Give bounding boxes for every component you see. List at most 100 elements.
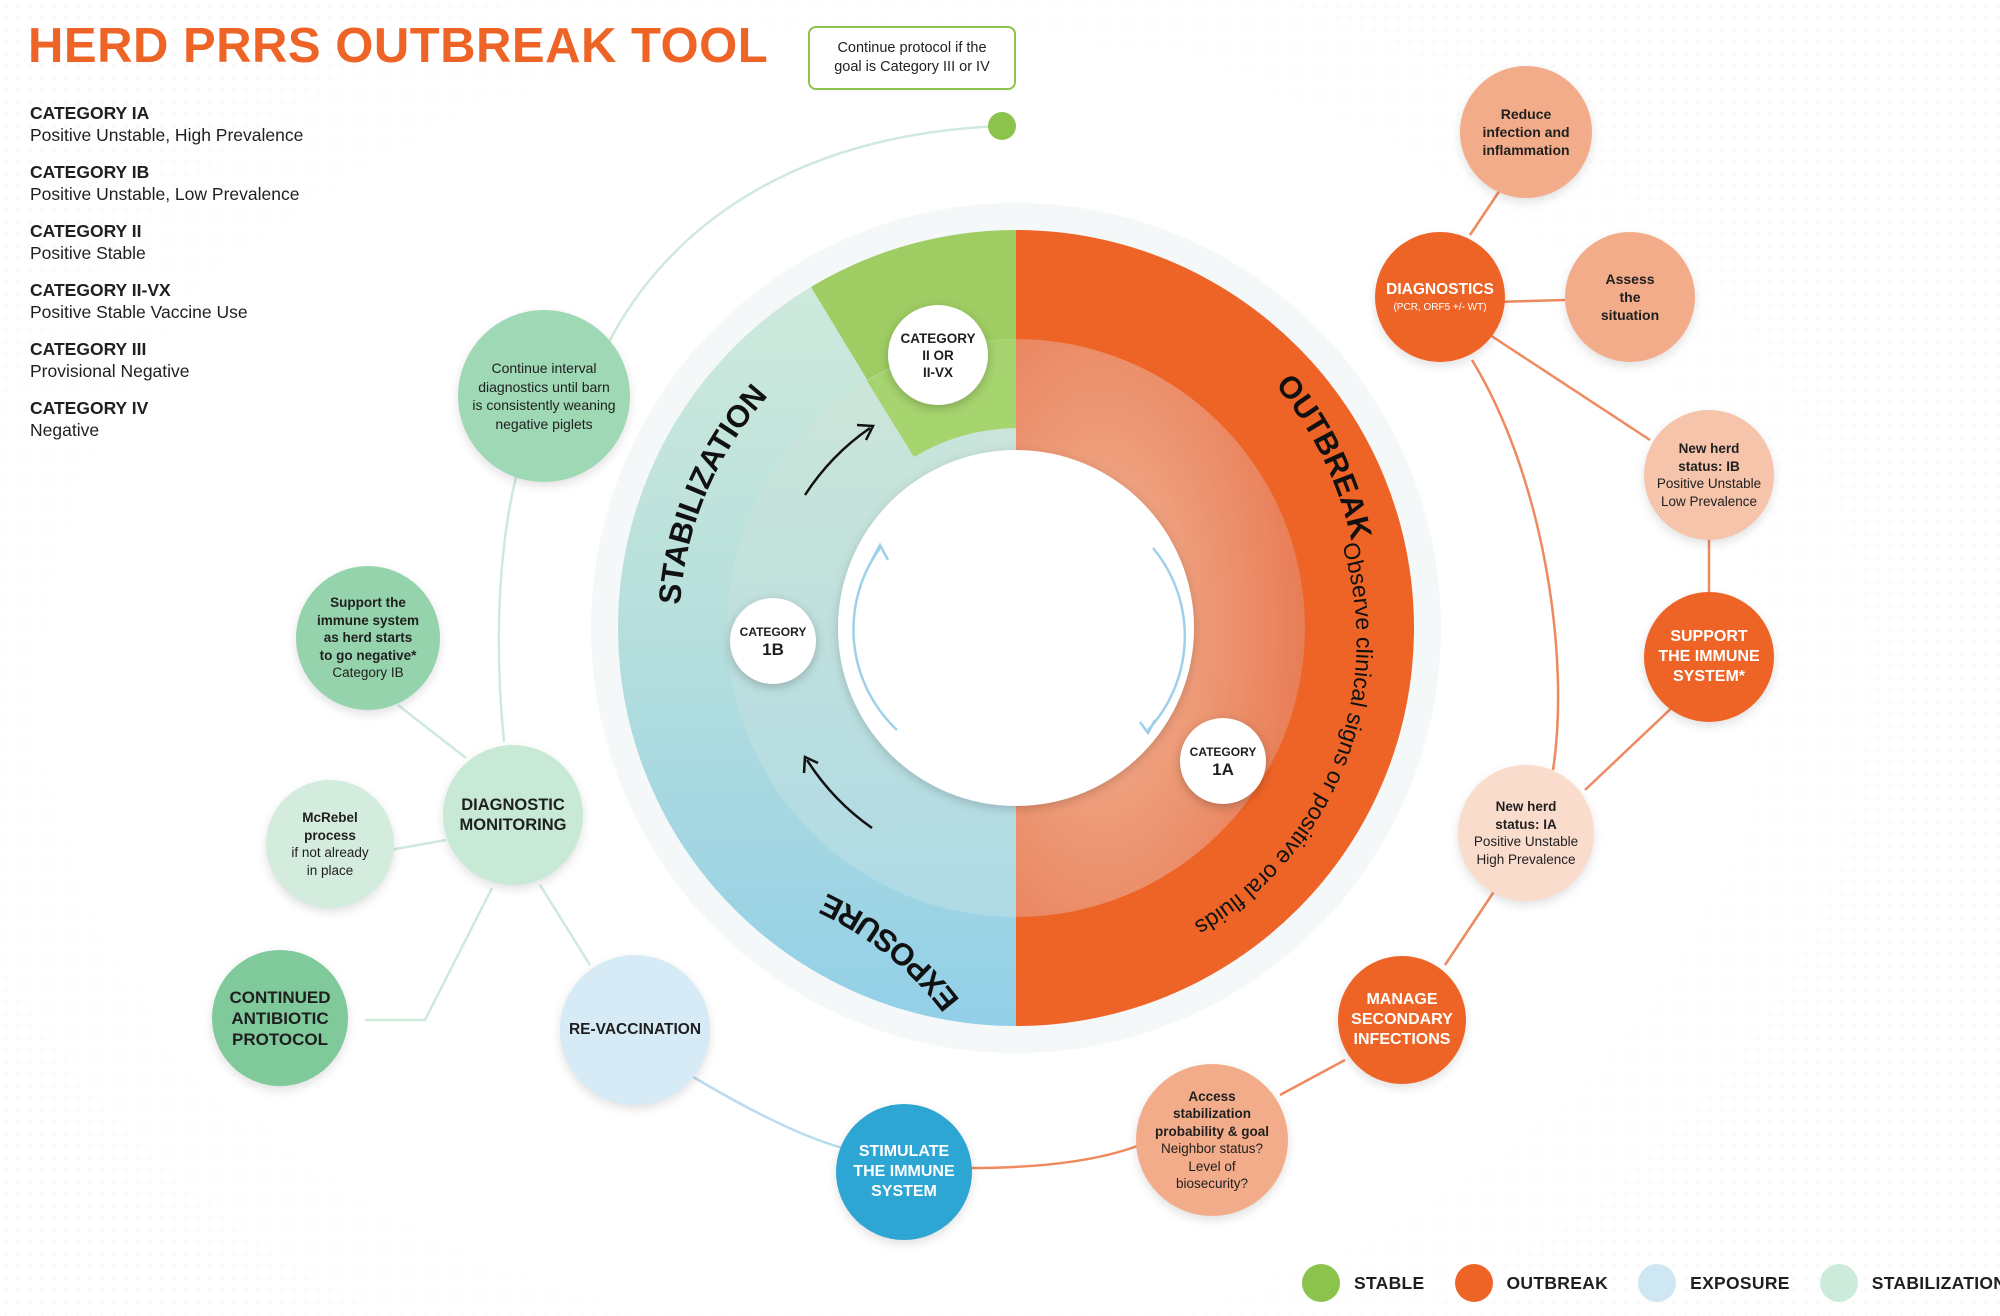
category-code: CATEGORY II-VX — [30, 280, 171, 300]
node-line: THE IMMUNE — [853, 1163, 955, 1180]
node-line: to go negative* — [319, 647, 417, 663]
node-line: RE-VACCINATION — [568, 1021, 702, 1038]
assess-situation-node: Assess the situation — [1565, 232, 1695, 362]
node-line: Reduce — [1500, 106, 1552, 122]
legend-dot — [1638, 1264, 1677, 1302]
cycle-arrow-up-icon — [803, 426, 871, 496]
node-line: infection and — [1482, 124, 1570, 140]
node-line: INFECTIONS — [1353, 1031, 1451, 1048]
node-line: Category IB — [332, 665, 404, 681]
mcrebel-process-node: McRebel process if not already in place — [266, 780, 394, 908]
connector-diagnostics-newia — [1470, 359, 1560, 771]
category-item: CATEGORY IA Positive Unstable, High Prev… — [30, 102, 303, 146]
category-description: Positive Unstable, High Prevalence — [30, 125, 304, 145]
diagnostics-node: DIAGNOSTICS (PCR, ORF5 +/- WT) — [1375, 232, 1505, 362]
node-line: Continue interval — [491, 360, 597, 376]
node-line: SECONDARY — [1351, 1011, 1453, 1028]
node-line: if not already — [291, 845, 369, 860]
support-negative-node: Support the immune system as herd starts… — [296, 566, 440, 710]
new-status-ia-node: New herd status: IA Positive Unstable Hi… — [1458, 765, 1594, 901]
connector-lines — [365, 112, 1711, 1170]
continue-interval-node: Continue interval diagnostics until barn… — [458, 310, 630, 482]
node-line: process — [304, 827, 356, 843]
node-line: CONTINUED — [229, 987, 331, 1007]
node-line: diagnostics until barn — [478, 378, 610, 395]
manage-secondary-infections-node: MANAGE SECONDARY INFECTIONS — [1338, 956, 1466, 1084]
node-line: inflammation — [1482, 142, 1570, 158]
node-line: MANAGE — [1366, 991, 1438, 1008]
category-code: CATEGORY IB — [30, 162, 150, 182]
node-line: Level of — [1188, 1158, 1236, 1174]
connector-monitoring-support — [397, 704, 467, 759]
connector-stimulate-access — [969, 1143, 1141, 1170]
badge-line: II-VX — [922, 364, 953, 380]
category-item: CATEGORY III Provisional Negative — [30, 338, 303, 382]
category-description: Positive Stable — [30, 243, 146, 263]
category-1b-badge: CATEGORY 1B — [730, 598, 816, 684]
category-description: Positive Unstable, Low Prevalence — [30, 184, 300, 204]
connector-monitoring-revacc — [538, 884, 592, 966]
node-line: DIAGNOSTIC — [461, 796, 565, 814]
node-line: SUPPORT — [1670, 628, 1748, 645]
node-line: in place — [306, 862, 354, 878]
legend-dot — [1302, 1264, 1340, 1302]
page-title: HERD PRRS OUTBREAK TOOL — [28, 19, 769, 73]
node-line: ANTIBIOTIC — [231, 1008, 329, 1028]
category-code: CATEGORY III — [30, 339, 147, 359]
category-1a-badge: CATEGORY 1A — [1180, 718, 1266, 804]
legend-item-exposure: EXPOSURE — [1638, 1264, 1790, 1302]
node-line: situation — [1600, 307, 1660, 323]
node-line: Support the — [330, 595, 406, 611]
category-list: CATEGORY IA Positive Unstable, High Prev… — [30, 102, 303, 456]
green-endpoint-dot — [988, 112, 1016, 140]
node-line: stabilization — [1172, 1106, 1251, 1121]
badge-line: CATEGORY — [1189, 745, 1257, 759]
cycle-arrow-down-icon — [805, 759, 873, 830]
node-line: Low Prevalence — [1660, 493, 1758, 509]
support-immune-system-node: SUPPORT THE IMMUNE SYSTEM* — [1644, 592, 1774, 722]
category-code: CATEGORY II — [30, 221, 142, 241]
node-line: Neighbor status? — [1160, 1141, 1264, 1156]
node-line: High Prevalence — [1476, 851, 1576, 867]
legend-dot — [1819, 1264, 1858, 1302]
node-line: biosecurity? — [1175, 1176, 1249, 1191]
legend-label: OUTBREAK — [1506, 1272, 1609, 1293]
legend-item-stabilization: STABILIZATION — [1819, 1264, 2000, 1302]
node-line: SYSTEM — [871, 1183, 937, 1200]
connector-access-manage — [1279, 1058, 1346, 1097]
node-subtitle: (PCR, ORF5 +/- WT) — [1393, 302, 1487, 313]
category-description: Positive Stable Vaccine Use — [30, 302, 248, 322]
node-line: PROTOCOL — [231, 1029, 329, 1049]
continued-antibiotic-node: CONTINUED ANTIBIOTIC PROTOCOL — [212, 950, 348, 1086]
category-item: CATEGORY IB Positive Unstable, Low Preva… — [30, 161, 303, 205]
node-line: Assess — [1605, 271, 1655, 287]
node-line: the — [1619, 289, 1641, 305]
node-line: Access — [1188, 1088, 1236, 1104]
stimulate-immune-system-node: STIMULATE THE IMMUNE SYSTEM — [836, 1104, 972, 1240]
cycle-arrow-right-icon — [1147, 547, 1187, 731]
node-line: McRebel — [302, 810, 358, 825]
legend-dot — [1454, 1264, 1493, 1302]
node-line: New herd — [1495, 799, 1557, 814]
revaccination-node: RE-VACCINATION — [560, 955, 710, 1105]
category-description: Provisional Negative — [30, 361, 190, 381]
badge-line: 1A — [1212, 760, 1234, 779]
node-line: is consistently weaning — [472, 397, 616, 413]
connector-newib-diagnostics — [1489, 333, 1651, 442]
connector-monitoring-antibiotic — [365, 887, 494, 1022]
badge-line: CATEGORY — [739, 625, 807, 639]
wheel-center — [838, 450, 1194, 806]
new-status-ib-node: New herd status: IB Positive Unstable Lo… — [1644, 410, 1774, 540]
connector-manage-newia — [1443, 889, 1497, 966]
connector-green-arc — [598, 124, 1001, 361]
node-line: immune system — [316, 612, 420, 628]
connector-newia-support — [1584, 699, 1681, 791]
node-line: Positive Unstable — [1473, 834, 1579, 849]
continue-protocol-note: Continue protocol if the goal is Categor… — [808, 26, 1016, 90]
node-line: STIMULATE — [858, 1143, 950, 1160]
node-line: probability & goal — [1154, 1123, 1269, 1139]
node-title: DIAGNOSTICS — [1386, 281, 1494, 298]
legend-label: STABLE — [1354, 1272, 1425, 1293]
legend-label: STABILIZATION — [1871, 1272, 2000, 1293]
node-line: THE IMMUNE — [1658, 648, 1760, 665]
